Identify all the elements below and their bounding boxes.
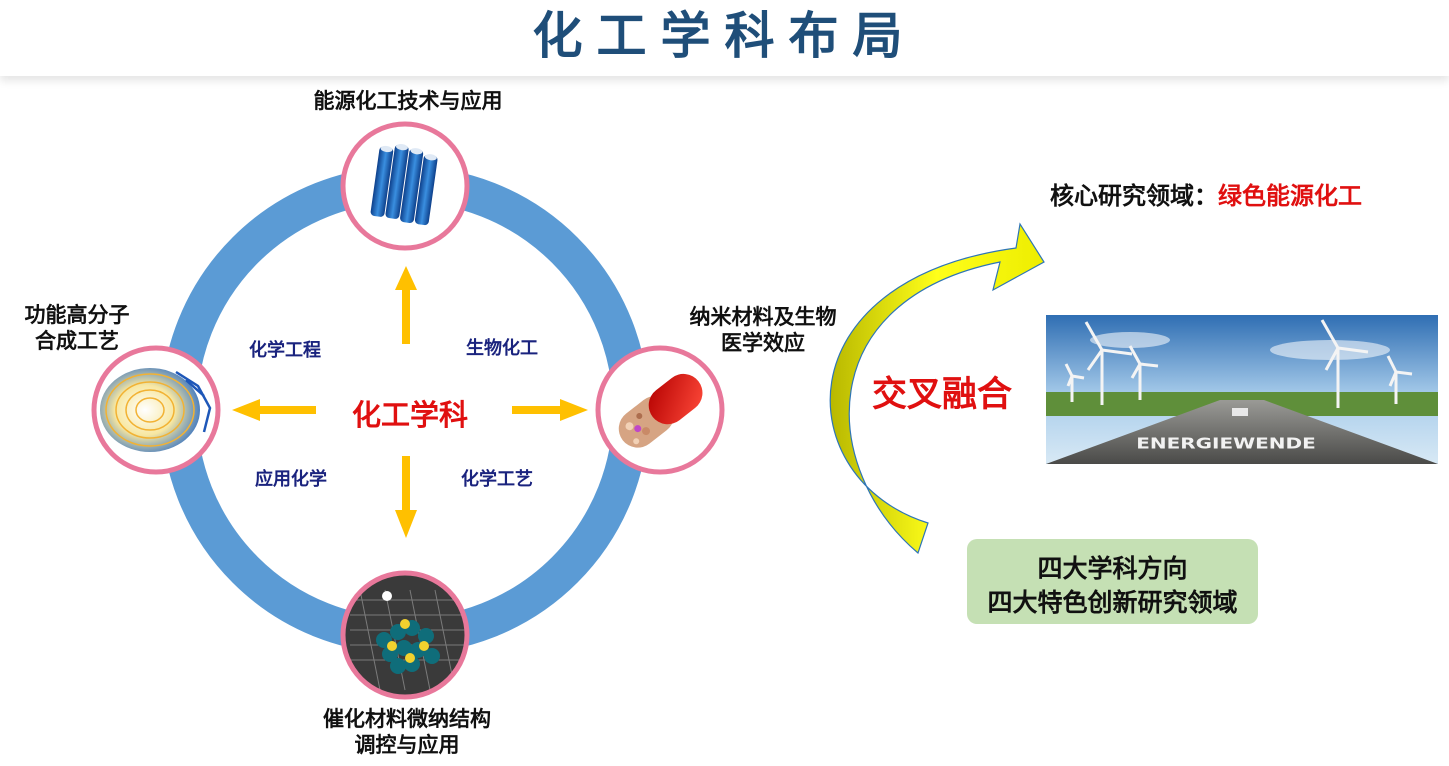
fusion-arrow	[829, 222, 1045, 555]
node-right-label: 纳米材料及生物 医学效应	[670, 304, 856, 356]
core-research-area-value: 绿色能源化工	[1218, 182, 1362, 210]
sub-discipline-chemical-technology: 化学工艺	[461, 469, 533, 490]
sub-discipline-applied-chemistry: 应用化学	[255, 469, 327, 490]
node-top-image	[340, 121, 470, 251]
node-left-image	[91, 345, 221, 475]
photo-road-text: ENERGIEWENDE	[1136, 436, 1315, 453]
node-right-label-line1: 纳米材料及生物	[689, 305, 837, 329]
sub-discipline-biochemical-engineering: 生物化工	[466, 338, 538, 359]
node-top-label: 能源化工技术与应用	[313, 89, 503, 113]
node-left-label: 功能高分子 合成工艺	[4, 302, 150, 354]
node-left-label-line1: 功能高分子	[24, 303, 130, 327]
node-right-label-line2: 医学效应	[721, 331, 805, 355]
core-research-area: 核心研究领域：绿色能源化工	[1050, 176, 1362, 211]
node-bottom-label-line2: 调控与应用	[354, 733, 460, 757]
title-bar: 化工学科布局	[0, 0, 1449, 76]
center-label: 化工学科	[351, 398, 468, 432]
node-bottom-label: 催化材料微纳结构 调控与应用	[294, 706, 520, 758]
node-right-image	[595, 345, 725, 475]
summary-box: 四大学科方向 四大特色创新研究领域	[967, 539, 1258, 624]
green-energy-photo: ENERGIEWENDE	[1046, 315, 1438, 464]
summary-line-2: 四大特色创新研究领域	[987, 588, 1238, 617]
page-title: 化工学科布局	[532, 7, 917, 65]
sub-discipline-chemical-engineering: 化学工程	[249, 340, 321, 361]
node-bottom-image	[340, 570, 470, 700]
summary-line-1: 四大学科方向	[1037, 554, 1188, 583]
fusion-label: 交叉融合	[872, 375, 1013, 415]
core-research-area-label: 核心研究领域：	[1050, 182, 1218, 210]
node-bottom-label-line1: 催化材料微纳结构	[323, 707, 491, 731]
node-left-label-line2: 合成工艺	[35, 329, 119, 353]
center-arrows	[232, 266, 588, 538]
